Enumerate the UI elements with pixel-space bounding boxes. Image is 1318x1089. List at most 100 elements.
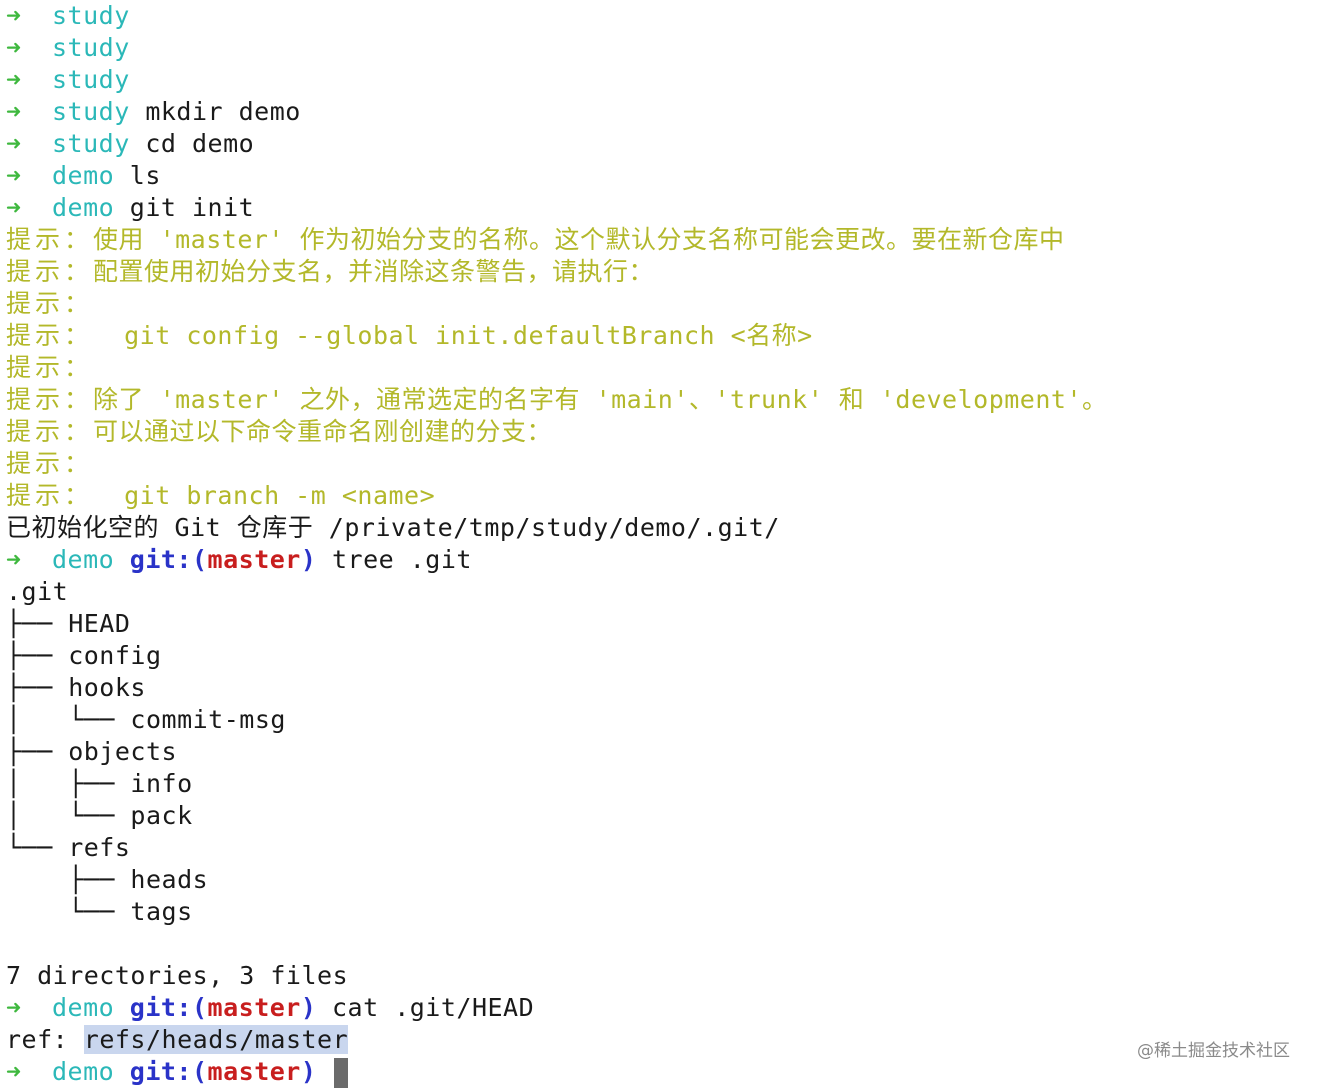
output-text: ├── heads — [6, 865, 209, 894]
command-text: git init — [129, 193, 255, 222]
prompt-arrow-icon: ➜ — [6, 129, 22, 158]
prompt-line: ➜ study — [6, 0, 1306, 32]
hint-prefix: 提示： — [6, 225, 94, 254]
watermark: @稀土掘金技术社区 — [1137, 1041, 1290, 1061]
command-text: tree .git — [331, 545, 472, 574]
output-text: └── refs — [6, 833, 131, 862]
prompt-line: ➜ demo git:(master) tree .git — [6, 544, 1306, 576]
output-line: └── tags — [6, 896, 1306, 928]
prompt-line: ➜ demo git init — [6, 192, 1306, 224]
output-text: │ └── pack — [6, 801, 193, 830]
output-text: 7 directories, 3 files — [6, 961, 349, 990]
output-line: .git — [6, 576, 1306, 608]
hint-prefix: 提示： — [6, 417, 94, 446]
hint-text: 使用 'master' 作为初始分支的名称。这个默认分支名称可能会更改。要在新仓… — [93, 225, 1065, 254]
prompt-directory: demo — [52, 545, 115, 574]
git-branch-name: master — [207, 1057, 301, 1086]
output-line: 7 directories, 3 files — [6, 960, 1306, 992]
prompt-line: ➜ study — [6, 32, 1306, 64]
prompt-arrow-icon: ➜ — [6, 993, 22, 1022]
prompt-line: ➜ study mkdir demo — [6, 96, 1306, 128]
output-line: ├── HEAD — [6, 608, 1306, 640]
output-text: ├── config — [6, 641, 162, 670]
hint-text: git config --global init.defaultBranch <… — [93, 321, 813, 350]
git-label-close: ) — [300, 545, 317, 574]
ref-output-line: ref: refs/heads/master — [6, 1024, 1306, 1056]
hint-line: 提示：配置使用初始分支名，并消除这条警告，请执行： — [6, 256, 1306, 288]
prompt-arrow-icon: ➜ — [6, 161, 22, 190]
prompt-arrow-icon: ➜ — [6, 193, 22, 222]
selected-ref-text[interactable]: refs/heads/master — [83, 1025, 349, 1054]
output-text: .git — [6, 577, 69, 606]
prompt-directory: demo — [52, 161, 115, 190]
output-line: 已初始化空的 Git 仓库于 /private/tmp/study/demo/.… — [6, 512, 1306, 544]
hint-line: 提示：可以通过以下命令重命名刚创建的分支： — [6, 416, 1306, 448]
output-line: └── refs — [6, 832, 1306, 864]
output-line: │ ├── info — [6, 768, 1306, 800]
hint-prefix: 提示： — [6, 289, 94, 318]
prompt-directory: study — [52, 1, 130, 30]
output-line: ├── hooks — [6, 672, 1306, 704]
output-text: └── tags — [6, 897, 193, 926]
prompt-arrow-icon: ➜ — [6, 545, 22, 574]
output-text: 已初始化空的 Git 仓库于 /private/tmp/study/demo/.… — [6, 513, 780, 542]
hint-line: 提示： git branch -m <name> — [6, 480, 1306, 512]
prompt-arrow-icon: ➜ — [6, 33, 22, 62]
prompt-directory: demo — [52, 993, 115, 1022]
output-text: ├── hooks — [6, 673, 146, 702]
prompt-directory: demo — [52, 1057, 115, 1086]
hint-text: 除了 'master' 之外，通常选定的名字有 'main'、'trunk' 和… — [93, 385, 1108, 414]
output-text: ├── objects — [6, 737, 178, 766]
prompt-arrow-icon: ➜ — [6, 97, 22, 126]
ref-label: ref: — [6, 1025, 69, 1054]
hint-prefix: 提示： — [6, 481, 94, 510]
prompt-line: ➜study — [6, 64, 1306, 96]
prompt-arrow-icon: ➜ — [6, 1, 22, 30]
hint-prefix: 提示： — [6, 449, 94, 478]
git-branch-name: master — [207, 545, 301, 574]
hint-text: git branch -m <name> — [93, 481, 436, 510]
hint-prefix: 提示： — [6, 321, 94, 350]
hint-line: 提示： — [6, 352, 1306, 384]
output-line: │ └── commit-msg — [6, 704, 1306, 736]
hint-line: 提示： git config --global init.defaultBran… — [6, 320, 1306, 352]
prompt-line: ➜ demo git:(master) — [6, 1056, 1306, 1088]
command-text: mkdir demo — [145, 97, 301, 126]
output-line: ├── config — [6, 640, 1306, 672]
prompt-directory: study — [52, 33, 130, 62]
hint-prefix: 提示： — [6, 385, 94, 414]
git-label: git:( — [129, 545, 208, 574]
prompt-line: ➜ study cd demo — [6, 128, 1306, 160]
output-line: ├── heads — [6, 864, 1306, 896]
git-label: git:( — [129, 1057, 208, 1086]
git-label-close: ) — [300, 1057, 317, 1086]
prompt-line: ➜ demo ls — [6, 160, 1306, 192]
hint-prefix: 提示： — [6, 353, 94, 382]
output-line: ├── objects — [6, 736, 1306, 768]
text-cursor[interactable] — [333, 1058, 348, 1088]
prompt-directory: study — [52, 97, 130, 126]
hint-text: 配置使用初始分支名，并消除这条警告，请执行： — [93, 257, 655, 286]
prompt-directory: demo — [52, 193, 115, 222]
hint-line: 提示： — [6, 448, 1306, 480]
command-text: ls — [129, 161, 161, 190]
terminal-window[interactable]: ➜study➜study➜study➜study mkdir demo➜stud… — [6, 0, 1306, 1088]
hint-line: 提示：除了 'master' 之外，通常选定的名字有 'main'、'trunk… — [6, 384, 1306, 416]
prompt-directory: study — [52, 129, 130, 158]
prompt-arrow-icon: ➜ — [6, 65, 22, 94]
command-text: cat .git/HEAD — [331, 993, 535, 1022]
output-text: ├── HEAD — [6, 609, 131, 638]
hint-text: 可以通过以下命令重命名刚创建的分支： — [93, 417, 553, 446]
output-text: │ └── commit-msg — [6, 705, 286, 734]
git-branch-name: master — [207, 993, 301, 1022]
command-text: cd demo — [145, 129, 255, 158]
git-label: git:( — [129, 993, 208, 1022]
output-line: │ └── pack — [6, 800, 1306, 832]
prompt-line: ➜demo git:(master) cat .git/HEAD — [6, 992, 1306, 1024]
blank-line — [6, 928, 1306, 960]
hint-prefix: 提示： — [6, 257, 94, 286]
prompt-arrow-icon: ➜ — [6, 1057, 22, 1086]
hint-line: 提示：使用 'master' 作为初始分支的名称。这个默认分支名称可能会更改。要… — [6, 224, 1306, 256]
output-text: │ ├── info — [6, 769, 193, 798]
hint-line: 提示： — [6, 288, 1306, 320]
